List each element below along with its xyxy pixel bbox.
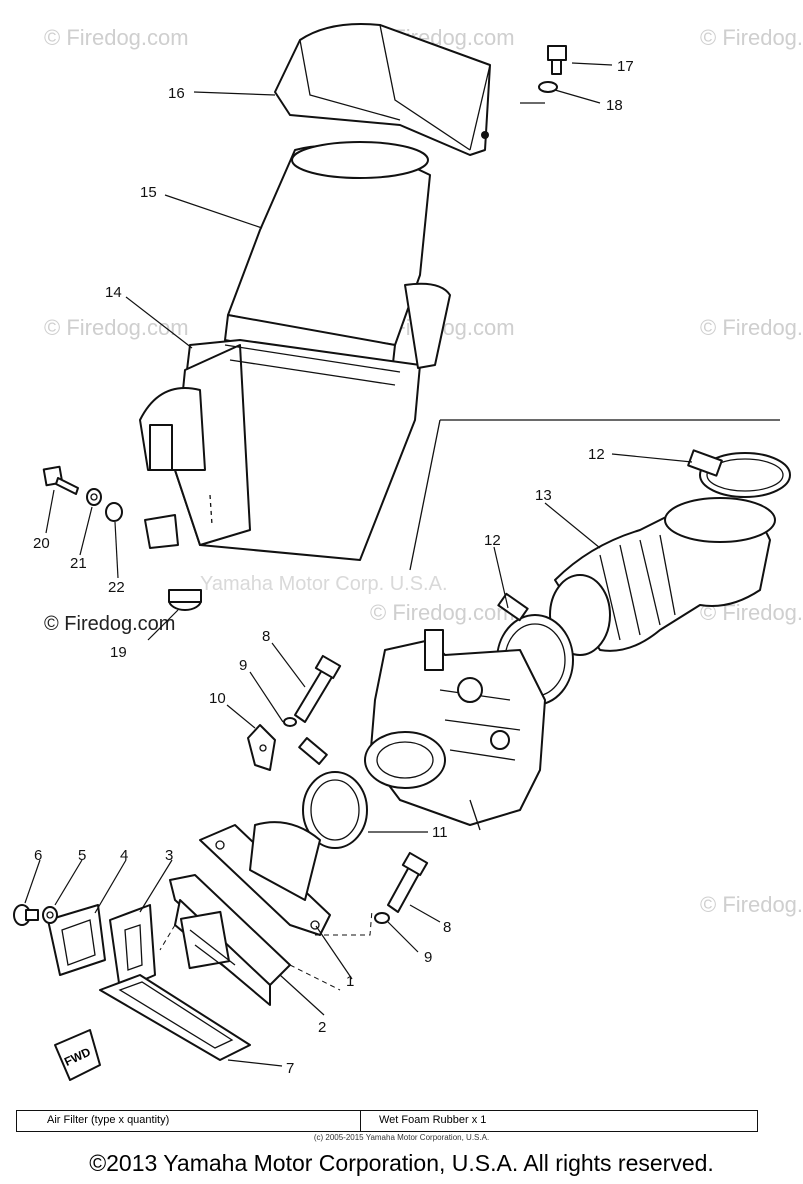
part-2-reed-valve	[169, 874, 291, 1006]
callout-8-lower: 8	[443, 919, 451, 936]
part-5-washer	[42, 906, 58, 924]
connection-line	[409, 419, 780, 571]
watermark: © Firedog.com	[700, 315, 803, 340]
part-16-intake-cover	[274, 23, 491, 156]
part-4-stopper	[47, 904, 106, 976]
callout-19: 19	[110, 644, 127, 661]
spec-table-label: Air Filter (type x quantity)	[17, 1111, 361, 1131]
part-19-grommet	[168, 589, 202, 611]
callout-7: 7	[286, 1060, 294, 1077]
callout-9-lower: 9	[424, 949, 432, 966]
callout-14: 14	[105, 284, 122, 301]
callout-4: 4	[120, 847, 128, 864]
part-17-screw	[547, 45, 567, 75]
part-8-bolt-upper	[294, 654, 342, 723]
watermark-dark: © Firedog.com	[44, 613, 175, 635]
callout-6: 6	[34, 847, 42, 864]
part-22-collar	[105, 502, 123, 522]
fwd-arrow: FWD	[54, 1029, 101, 1081]
callout-13: 13	[535, 487, 552, 504]
callout-22: 22	[108, 579, 125, 596]
part-8-bolt-lower	[387, 851, 429, 913]
part-9-washer-upper	[283, 717, 297, 727]
callout-12-upper: 12	[588, 446, 605, 463]
part-18-washer	[538, 81, 558, 93]
copyright-notice: ©2013 Yamaha Motor Corporation, U.S.A. A…	[89, 1150, 714, 1176]
leader-lines	[24, 62, 693, 1067]
spec-table: Air Filter (type x quantity) Wet Foam Ru…	[16, 1110, 758, 1132]
part-7-gasket	[99, 974, 251, 1061]
part-12-clamp-upper	[687, 449, 791, 498]
spec-table-value: Wet Foam Rubber x 1	[379, 1114, 487, 1126]
carburetor	[364, 629, 546, 831]
part-11-clamp	[298, 737, 368, 849]
callout-11: 11	[432, 824, 448, 841]
callout-16: 16	[168, 85, 185, 102]
callout-3: 3	[165, 847, 173, 864]
small-copyright: (c) 2005-2015 Yamaha Motor Corporation, …	[313, 1133, 490, 1142]
part-3-reed	[109, 904, 156, 991]
callout-18: 18	[606, 97, 623, 114]
part-6-screw	[13, 904, 39, 926]
callout-1: 1	[346, 973, 354, 990]
callout-20: 20	[33, 535, 50, 552]
watermark: © Firedog.com	[44, 25, 189, 50]
callout-10: 10	[209, 690, 226, 707]
part-14-air-box	[139, 282, 451, 561]
watermark: © Firedog.com	[700, 25, 803, 50]
callout-21: 21	[70, 555, 87, 572]
callout-5: 5	[78, 847, 86, 864]
callout-17: 17	[617, 58, 634, 75]
part-9-washer-lower	[374, 912, 390, 924]
callout-9-upper: 9	[239, 657, 247, 674]
part-21-washer	[86, 488, 102, 506]
watermark: © Firedog.com	[700, 892, 803, 917]
part-15-filter-element	[224, 141, 431, 373]
callout-15: 15	[140, 184, 157, 201]
maker-watermark: Yamaha Motor Corp. U.S.A.	[200, 573, 448, 595]
part-1-manifold	[199, 821, 331, 936]
callout-8-upper: 8	[262, 628, 270, 645]
callouts: 1 2 3 4 5 6 7 8 8 9 9 10 11 12 12 13 14 …	[33, 58, 634, 1077]
callout-12-lower: 12	[484, 532, 501, 549]
watermark: © Firedog.com	[370, 600, 515, 625]
part-13-intake-boot	[549, 497, 776, 656]
watermark: © Firedog.com	[44, 315, 189, 340]
part-10-bracket	[247, 724, 276, 771]
part-20-bolt	[42, 465, 79, 495]
callout-2: 2	[318, 1019, 326, 1036]
